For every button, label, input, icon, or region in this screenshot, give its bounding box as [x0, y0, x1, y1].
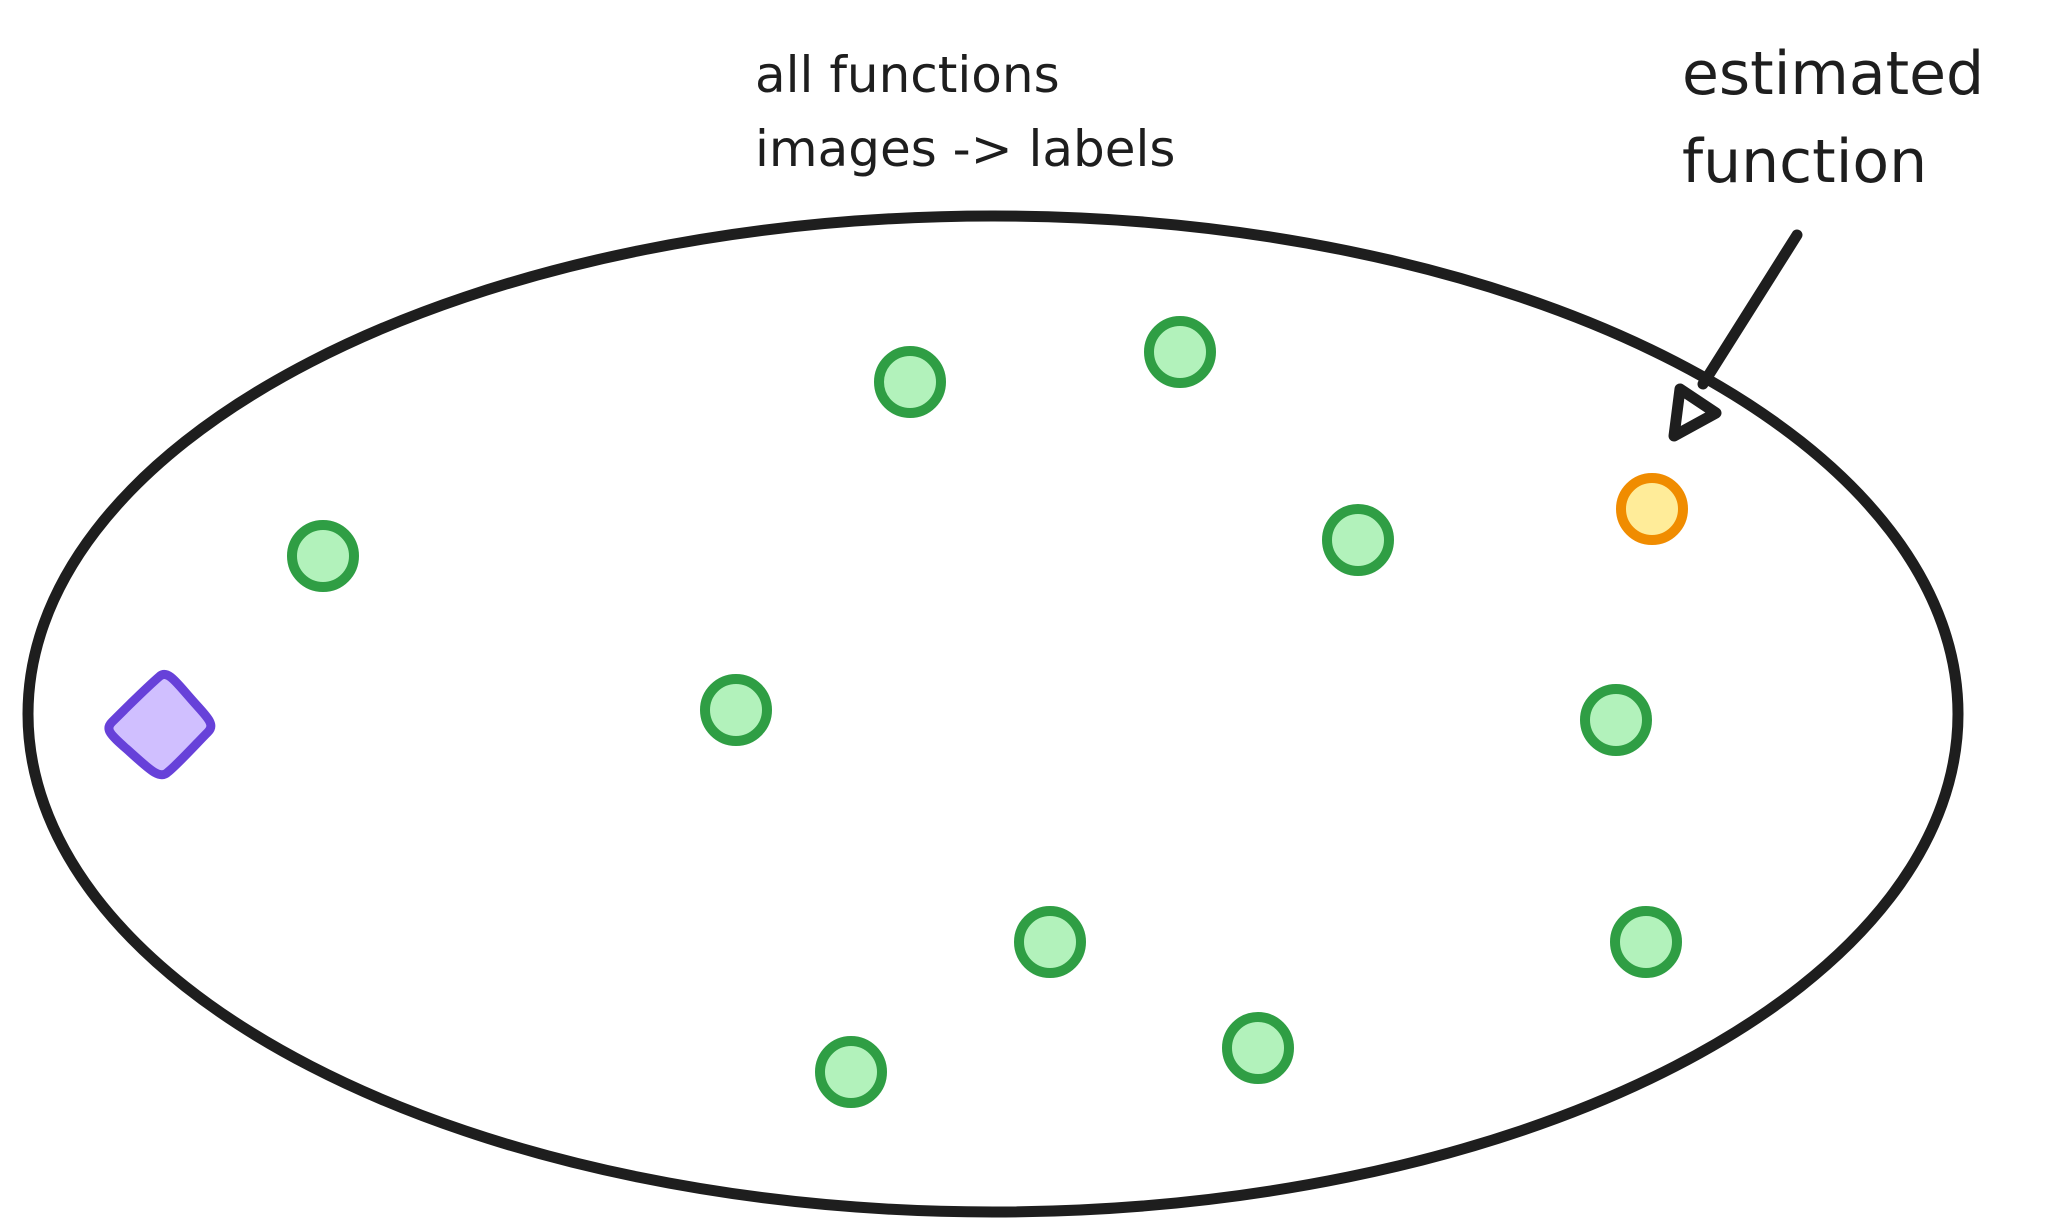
function-space-ellipse [22, 210, 1964, 1218]
function-point [1322, 504, 1394, 576]
function-point [287, 520, 359, 592]
function-point [1610, 906, 1682, 978]
estimated-function-point [1616, 473, 1688, 545]
set-label-line-2: images -> labels [755, 120, 1175, 178]
function-point [1222, 1012, 1294, 1084]
arrow-shaft [1697, 229, 1803, 390]
function-point [1144, 316, 1216, 388]
set-label-line-1: all functions [755, 46, 1060, 104]
function-point [1014, 906, 1086, 978]
function-points [287, 316, 1682, 1108]
target-diamond-marker [104, 670, 216, 780]
estimate-label-line-2: function [1682, 127, 1927, 197]
arrow-head [1668, 383, 1722, 442]
function-point [874, 346, 946, 418]
function-point [815, 1036, 887, 1108]
function-point [1580, 684, 1652, 756]
estimate-arrow [1668, 229, 1803, 442]
function-point [700, 674, 772, 746]
estimate-label-line-1: estimated [1682, 39, 1984, 109]
